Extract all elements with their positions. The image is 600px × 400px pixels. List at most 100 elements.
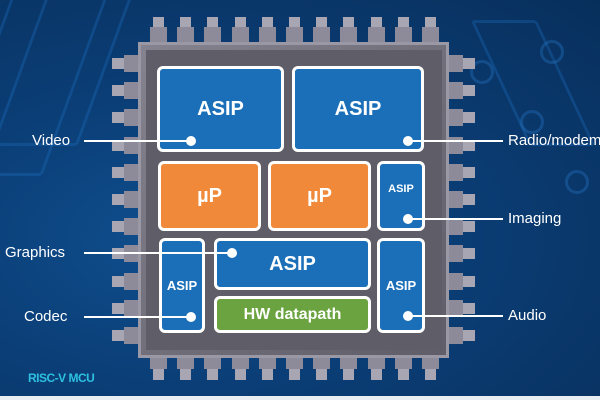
chip-pin-bottom: [153, 369, 164, 380]
chip-pin-right-base: [448, 163, 463, 181]
chip-pin-left-base: [124, 163, 139, 181]
callout-label-codec: Codec: [24, 308, 68, 325]
chip-pin-top: [397, 17, 409, 27]
chip-pin-right: [463, 58, 475, 69]
callout-line-radio: [408, 140, 503, 142]
chip-pin-right: [463, 275, 475, 287]
chip-pin-right-base: [448, 327, 463, 344]
chip-pin-left: [112, 58, 124, 69]
circuit-via: [520, 110, 544, 134]
callout-line-graphics: [84, 252, 232, 254]
circuit-via: [540, 40, 564, 64]
chip-pin-right: [463, 139, 475, 151]
callout-label-video: Video: [32, 132, 71, 149]
chip-pin-right-base: [448, 55, 463, 72]
chip-pin-bottom-base: [367, 357, 385, 369]
chip-pin-right: [463, 221, 475, 233]
asip-radio-block: ASIP: [292, 66, 424, 152]
chip-pin-top-base: [258, 27, 276, 43]
callout-dot-video: [186, 136, 196, 146]
chip-pin-bottom: [397, 369, 409, 380]
block-label: ASIP: [197, 97, 244, 120]
chip-pin-top-base: [177, 27, 195, 43]
chip-pin-bottom-base: [313, 357, 331, 369]
chip-pin-bottom: [425, 369, 436, 380]
chip-pin-top: [261, 17, 273, 27]
chip-pin-left: [112, 166, 124, 178]
microprocessor-block-2: µP: [268, 161, 371, 231]
callout-dot-imaging: [403, 214, 413, 224]
chip-pin-top-base: [340, 27, 358, 43]
block-label: ASIP: [269, 252, 316, 275]
chip-pin-right-base: [448, 245, 463, 263]
chip-pin-top: [343, 17, 355, 27]
chip-pin-bottom: [343, 369, 355, 380]
chip-pin-top: [180, 17, 192, 27]
chip-pin-right: [463, 330, 475, 341]
chip-pin-bottom-base: [340, 357, 358, 369]
chip-pin-bottom: [316, 369, 328, 380]
chip-pin-left: [112, 275, 124, 287]
block-label: HW datapath: [243, 305, 342, 323]
callout-line-audio: [408, 315, 503, 317]
chip-pin-bottom-base: [150, 357, 167, 369]
callout-line-imaging: [408, 218, 503, 220]
block-label: µP: [307, 184, 332, 207]
callout-label-radio-modem: Radio/modem: [508, 132, 600, 149]
hw-datapath-block: HW datapath: [214, 296, 371, 333]
chip-pin-right-base: [448, 272, 463, 290]
callout-label-imaging: Imaging: [508, 210, 562, 227]
chip-pin-left: [112, 194, 124, 205]
chip-pin-bottom: [370, 369, 382, 380]
chip-pin-top: [425, 17, 436, 27]
circuit-via: [470, 60, 494, 84]
chip-pin-top-base: [204, 27, 222, 43]
block-label: ASIP: [334, 97, 382, 120]
block-label: µP: [197, 184, 222, 207]
chip-pin-top: [234, 17, 246, 27]
callout-label-audio: Audio: [508, 307, 547, 324]
chip-pin-right-base: [448, 191, 463, 208]
chip-pin-right: [463, 248, 475, 260]
chip-pin-right-base: [448, 299, 463, 317]
chip-pin-bottom-base: [177, 357, 195, 369]
chip-pin-top: [153, 17, 164, 27]
chip-pin-top: [289, 17, 300, 27]
chip-pin-top: [316, 17, 328, 27]
chip-pin-left-base: [124, 218, 139, 236]
chip-pin-top-base: [231, 27, 249, 43]
circuit-via: [565, 170, 589, 194]
chip-pin-bottom-base: [422, 357, 439, 369]
chip-pin-top: [207, 17, 219, 27]
chip-pin-right: [463, 194, 475, 205]
chip-pin-left-base: [124, 191, 139, 208]
chip-pin-top-base: [150, 27, 167, 43]
chip-pin-top-base: [367, 27, 385, 43]
chip-pin-left: [112, 330, 124, 341]
chip-pin-top-base: [313, 27, 331, 43]
callout-dot-radio: [403, 136, 413, 146]
chip-pin-left: [112, 302, 124, 314]
callout-dot-codec: [186, 312, 196, 322]
chip-pin-right-base: [448, 82, 463, 100]
bottom-border: [0, 396, 600, 400]
callout-line-video: [84, 140, 192, 142]
chip-pin-top-base: [286, 27, 303, 43]
chip-pin-right: [463, 85, 475, 97]
block-label: ASIP: [166, 278, 198, 293]
chip-pin-left-base: [124, 327, 139, 344]
diagram-title: RISC-V MCU: [28, 371, 95, 385]
chip-pin-left-base: [124, 55, 139, 72]
asip-imaging-block: ASIP: [377, 161, 425, 231]
chip-pin-bottom-base: [394, 357, 412, 369]
chip-pin-bottom: [180, 369, 192, 380]
chip-pin-bottom-base: [231, 357, 249, 369]
chip-pin-left-base: [124, 109, 139, 127]
chip-pin-bottom: [261, 369, 273, 380]
callout-dot-audio: [403, 311, 413, 321]
chip-pin-bottom-base: [258, 357, 276, 369]
asip-audio-block: ASIP: [377, 238, 425, 333]
asip-video-block: ASIP: [157, 66, 284, 152]
callout-dot-graphics: [227, 248, 237, 258]
microprocessor-block-1: µP: [158, 161, 261, 231]
